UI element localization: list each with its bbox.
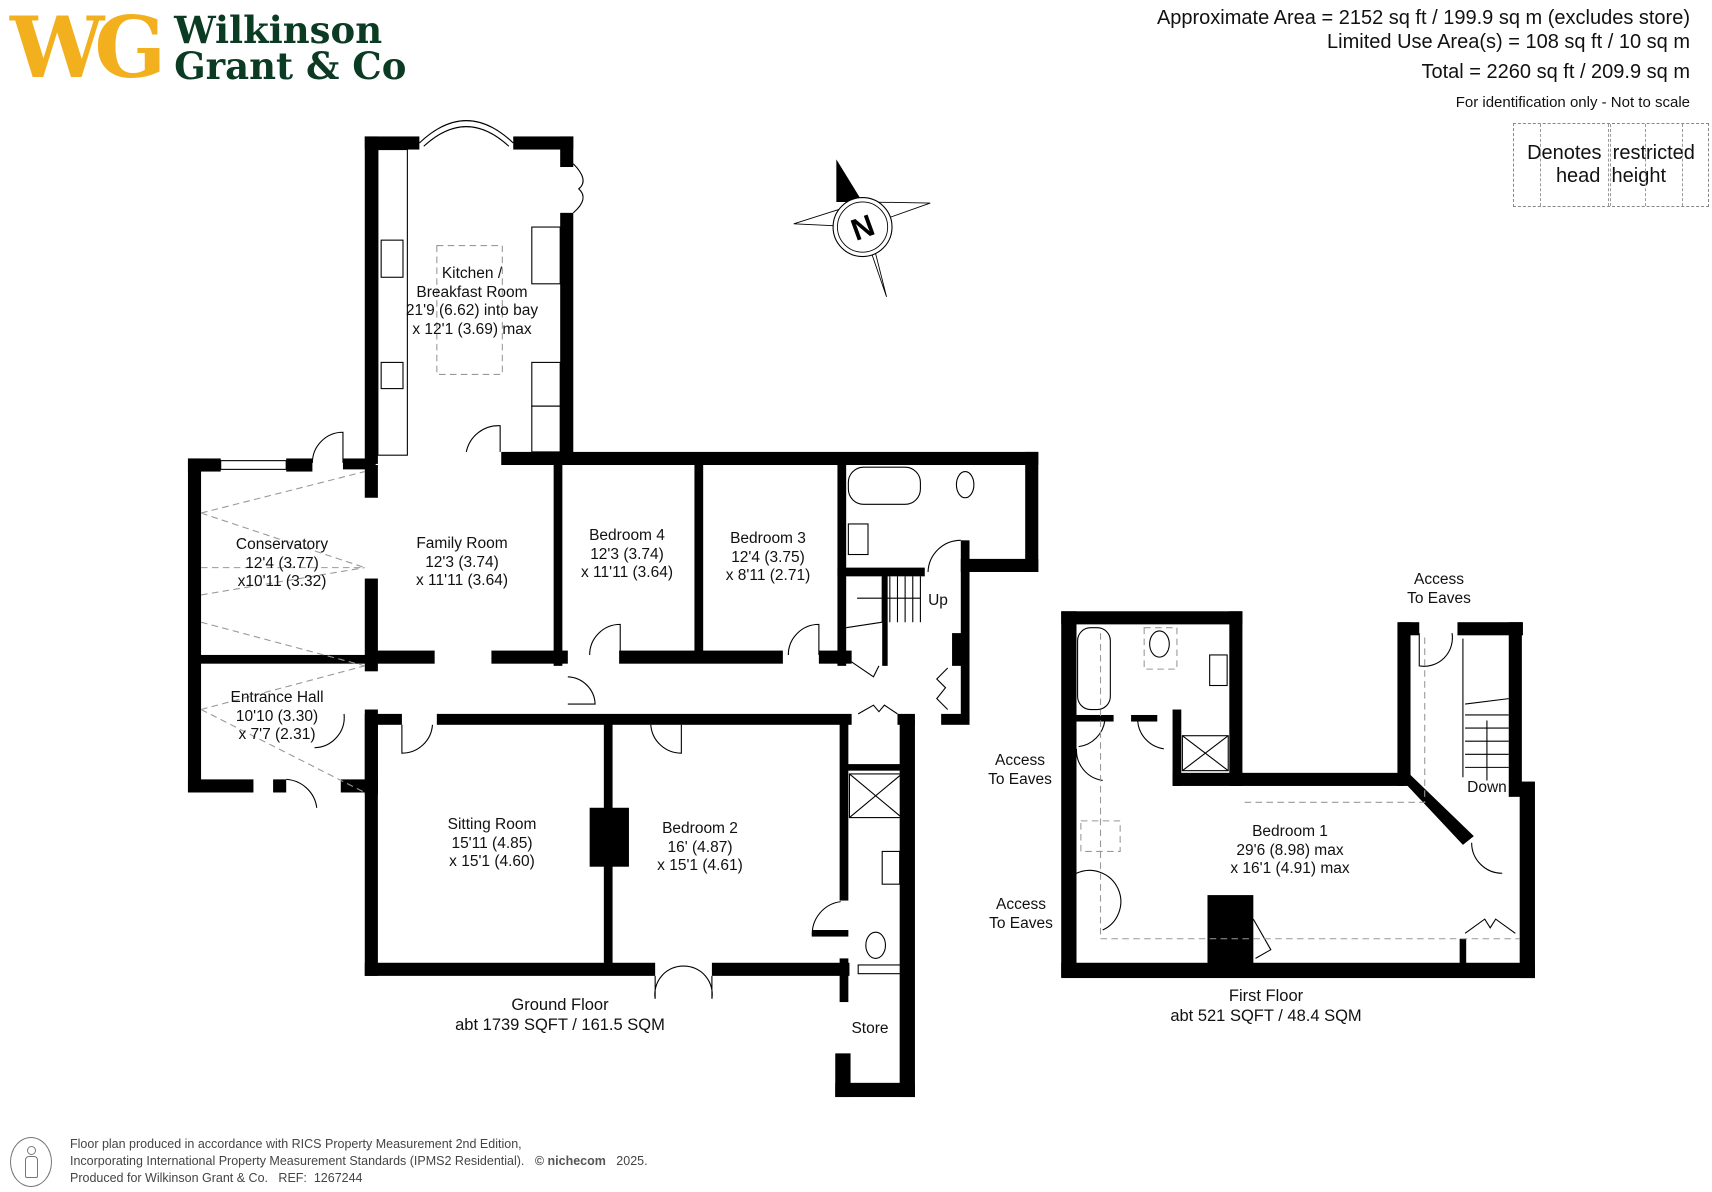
room-dim: x 15'1 (4.61) <box>657 857 743 874</box>
room-name: Bedroom 3 <box>730 530 806 547</box>
person-icon <box>10 1136 52 1187</box>
north-compass-icon: N <box>793 159 931 298</box>
footer-line3: Produced for Wilkinson Grant & Co. REF: … <box>70 1171 363 1185</box>
room-dim: x 15'1 (4.60) <box>449 853 535 870</box>
room-bedroom-4: Bedroom 4 12'3 (3.74) x 11'11 (3.64) <box>581 527 673 583</box>
legend-line1: Denotes restricted <box>1527 142 1695 164</box>
access-label: Access <box>995 752 1045 769</box>
room-sitting-room: Sitting Room 15'11 (4.85) x 15'1 (4.60) <box>448 816 537 872</box>
room-dim: 12'3 (3.74) <box>425 553 499 571</box>
room-dim: x 7'7 (2.31) <box>238 726 316 743</box>
access-eaves-top: Access To Eaves <box>1407 571 1471 608</box>
room-name: Sitting Room <box>447 816 537 833</box>
room-name: Bedroom 4 <box>589 527 665 544</box>
room-dim: 15'11 (4.85) <box>451 834 533 852</box>
logo-name-line2: Grant & Co <box>174 44 407 88</box>
store-label: Store <box>851 1020 889 1037</box>
room-name: Kitchen / <box>441 265 503 282</box>
room-bedroom-1: Bedroom 1 29'6 (8.98) max x 16'1 (4.91) … <box>1230 823 1349 879</box>
area-summary: Approximate Area = 2152 sq ft / 199.9 sq… <box>1157 6 1690 111</box>
floor-area: abt 1739 SQFT / 161.5 SQM <box>455 1016 665 1034</box>
room-dim: 29'6 (8.98) max <box>1236 841 1344 859</box>
room-dim: x10'11 (3.32) <box>237 573 327 590</box>
room-dim: 12'4 (3.75) <box>731 548 805 566</box>
floor-title: First Floor <box>1228 987 1304 1005</box>
access-label: Access <box>1414 571 1464 588</box>
limited-use-area: Limited Use Area(s) = 108 sq ft / 10 sq … <box>1327 31 1690 53</box>
room-dim: 16' (4.87) <box>667 838 733 856</box>
footer-year: 2025. <box>616 1154 648 1168</box>
footer-line1: Floor plan produced in accordance with R… <box>70 1137 522 1151</box>
logo-mark: WG <box>10 0 166 97</box>
access-eaves-left-upper: Access To Eaves <box>988 752 1052 789</box>
stairs-up-label: Up <box>928 592 948 609</box>
room-kitchen: Kitchen / Breakfast Room 21'9 (6.62) int… <box>406 265 538 339</box>
footer-line2: Incorporating International Property Mea… <box>70 1154 525 1168</box>
floor-area: abt 521 SQFT / 48.4 SQM <box>1170 1007 1362 1025</box>
footer-line2-wrap: Incorporating International Property Mea… <box>70 1153 648 1170</box>
room-name: Bedroom 1 <box>1252 823 1328 840</box>
restricted-height-legend: Denotes restricted head height <box>1513 123 1709 207</box>
access-label: Access <box>996 896 1046 913</box>
room-name: Bedroom 2 <box>662 820 738 837</box>
scale-note: For identification only - Not to scale <box>1455 94 1690 111</box>
access-label: To Eaves <box>988 770 1052 788</box>
access-label: To Eaves <box>989 914 1053 932</box>
copyright: © nichecom <box>534 1154 606 1168</box>
logo-name: Wilkinson Grant & Co <box>174 8 407 88</box>
room-dim: x 8'11 (2.71) <box>725 567 811 584</box>
company-logo: WG Wilkinson Grant & Co <box>10 0 407 97</box>
room-dim: 21'9 (6.62) into bay <box>405 302 539 319</box>
room-bedroom-3: Bedroom 3 12'4 (3.75) x 8'11 (2.71) <box>726 530 811 586</box>
access-label: To Eaves <box>1407 589 1471 607</box>
room-dim: x 12'1 (3.69) max <box>412 320 532 338</box>
room-dim: x 16'1 (4.91) max <box>1230 860 1350 877</box>
room-name-line2: Breakfast Room <box>416 283 528 301</box>
room-dim: 10'10 (3.30) <box>235 707 319 725</box>
room-entrance-hall: Entrance Hall 10'10 (3.30) x 7'7 (2.31) <box>230 689 323 745</box>
room-bedroom-2: Bedroom 2 16' (4.87) x 15'1 (4.61) <box>657 820 743 876</box>
room-dim: x 11'11 (3.64) <box>416 572 508 589</box>
room-dim: x 11'11 (3.64) <box>581 564 673 581</box>
room-name: Family Room <box>416 535 508 552</box>
legend-line2: head height <box>1555 165 1667 187</box>
stairs-down-label: Down <box>1467 779 1507 796</box>
room-family-room: Family Room 12'3 (3.74) x 11'11 (3.64) <box>416 535 508 591</box>
ground-floor-caption: Ground Floor abt 1739 SQFT / 161.5 SQM <box>455 995 665 1035</box>
room-name: Conservatory <box>235 536 329 553</box>
room-dim: 12'3 (3.74) <box>590 545 664 563</box>
access-eaves-left-lower: Access To Eaves <box>989 896 1053 933</box>
floor-title: Ground Floor <box>511 996 609 1014</box>
footer: Floor plan produced in accordance with R… <box>10 1136 648 1187</box>
room-dim: 12'4 (3.77) <box>245 554 319 572</box>
logo-name-line1: Wilkinson <box>174 8 383 52</box>
total-area: Total = 2260 sq ft / 209.9 sq m <box>1421 61 1691 83</box>
approximate-area: Approximate Area = 2152 sq ft / 199.9 sq… <box>1156 7 1690 29</box>
first-floor-caption: First Floor abt 521 SQFT / 48.4 SQM <box>1170 986 1361 1026</box>
room-conservatory: Conservatory 12'4 (3.77) x10'11 (3.32) <box>236 536 328 592</box>
room-name: Entrance Hall <box>230 689 324 706</box>
